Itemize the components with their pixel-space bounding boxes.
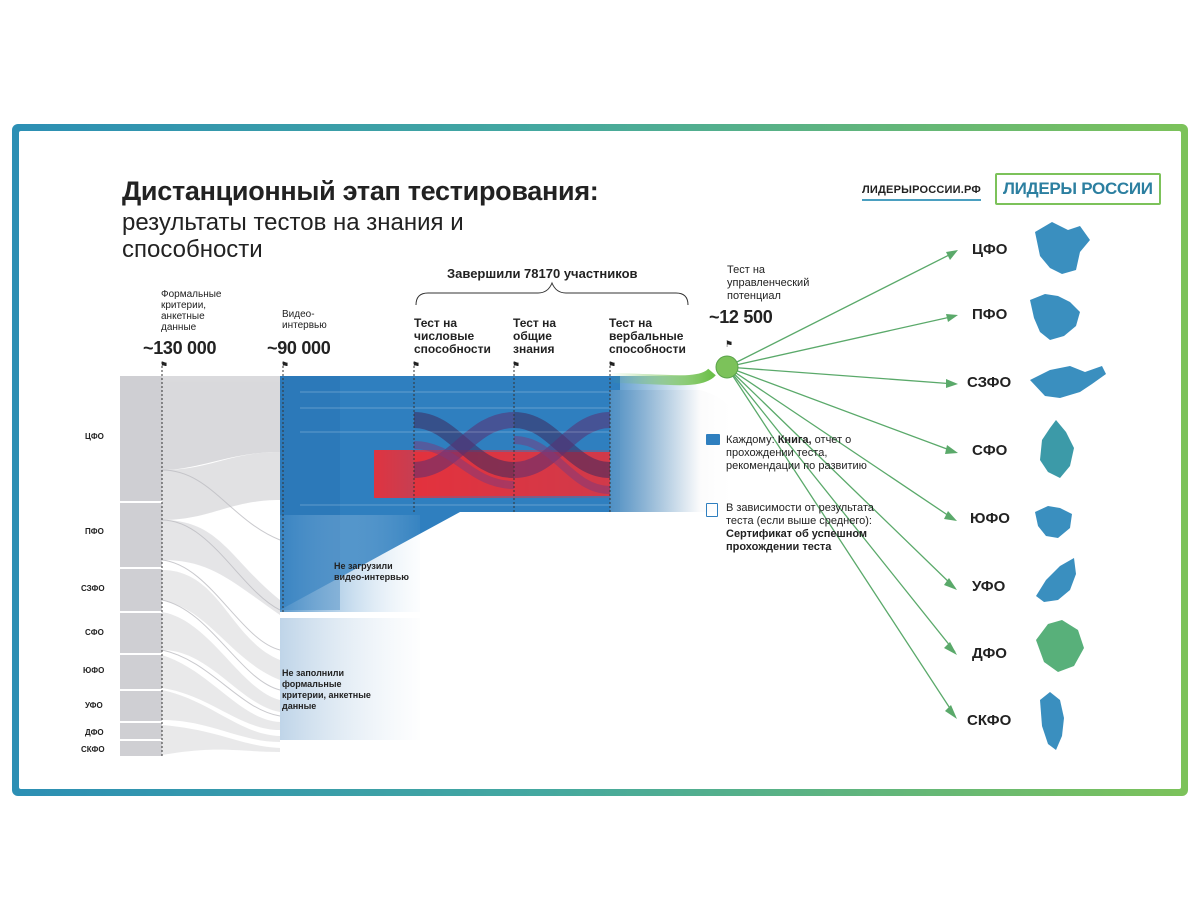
crossing-flows <box>413 412 611 494</box>
stage-general-label: Тест на общие знания <box>513 316 557 356</box>
map-pfo <box>1030 294 1080 340</box>
formal-dropout-flow <box>280 618 420 740</box>
region-lanes <box>120 501 162 741</box>
book-icon <box>706 434 720 445</box>
left-region-pfo: ПФО <box>85 527 104 536</box>
stage-video-label: Видео-интервью <box>282 309 327 331</box>
dropout-video-label: Не загрузили видео-интервью <box>334 561 409 582</box>
ray-arrowheads <box>944 250 958 719</box>
left-region-dfo: ДФО <box>85 728 104 737</box>
title-line1: Дистанционный этап тестирования: <box>122 176 599 206</box>
brace <box>415 281 689 306</box>
map-cfo <box>1035 222 1090 274</box>
right-region-sfo: СФО <box>972 442 1008 459</box>
infographic: Дистанционный этап тестирования: результ… <box>19 131 1181 789</box>
formal-flow-lines <box>161 469 281 717</box>
stage-lines <box>161 362 611 756</box>
stage-formal-label: Формальные критерии, анкетные данные <box>161 289 222 333</box>
right-region-dfo: ДФО <box>972 645 1007 662</box>
map-dfo <box>1036 620 1084 672</box>
formal-block <box>120 376 162 756</box>
left-region-ufo: УФО <box>85 701 103 710</box>
band-lines <box>300 391 610 506</box>
map-yufo <box>1035 506 1072 538</box>
flag-icon: ⚑ <box>281 360 290 370</box>
stage-video-count: ~90 000 <box>267 338 331 358</box>
certificate-icon <box>706 503 718 517</box>
brace-label: Завершили 78170 участников <box>447 266 638 281</box>
map-skfo <box>1040 692 1064 750</box>
formal-flows <box>162 376 280 755</box>
brand-logo: ЛИДЕРЫ РОССИИ <box>995 173 1161 205</box>
right-region-cfo: ЦФО <box>972 241 1008 258</box>
left-region-skfo: СКФО <box>81 745 105 754</box>
left-region-szfo: СЗФО <box>81 584 105 593</box>
flag-icon: ⚑ <box>412 360 421 370</box>
flag-icon: ⚑ <box>725 339 734 349</box>
green-flow <box>609 368 716 386</box>
stage-formal-count: ~130 000 <box>143 338 217 358</box>
right-region-skfo: СКФО <box>967 712 1012 729</box>
map-ufo <box>1036 558 1076 602</box>
right-region-szfo: СЗФО <box>967 374 1012 391</box>
flag-icon: ⚑ <box>512 360 521 370</box>
flag-icon: ⚑ <box>160 360 169 370</box>
stage-numeric-label: Тест на числовые способности <box>414 316 491 356</box>
hub-rays <box>726 251 956 717</box>
map-sfo <box>1040 420 1074 478</box>
map-szfo <box>1030 366 1106 398</box>
video-dropout-flow <box>280 515 420 612</box>
dropout-formal-label: Не заполнили формальные критерии, анкетн… <box>282 668 371 711</box>
stage-management-label: Тест на управленческий потенциал <box>727 264 810 302</box>
note-certificate: В зависимости от результата теста (если … <box>726 502 874 553</box>
left-region-cfo: ЦФО <box>85 432 104 441</box>
left-region-yufo: ЮФО <box>83 666 105 675</box>
management-hub <box>715 355 739 379</box>
right-region-yufo: ЮФО <box>970 510 1010 527</box>
flag-icon: ⚑ <box>608 360 617 370</box>
frame-border: Дистанционный этап тестирования: результ… <box>12 124 1188 796</box>
right-region-ufo: УФО <box>972 578 1006 595</box>
site-link[interactable]: ЛИДЕРЫРОССИИ.РФ <box>862 184 981 201</box>
title-line2: результаты тестов на знания и способност… <box>122 209 464 263</box>
blue-fade <box>610 376 700 512</box>
flow-diagram <box>120 222 1106 756</box>
stage-management-count: ~12 500 <box>709 307 773 327</box>
stage-verbal-label: Тест на вербальные способности <box>609 316 686 356</box>
left-region-sfo: СФО <box>85 628 104 637</box>
region-maps <box>1030 222 1106 750</box>
right-region-pfo: ПФО <box>972 306 1008 323</box>
note-book: Каждому: Книга, отчет о прохождении тест… <box>726 434 867 472</box>
